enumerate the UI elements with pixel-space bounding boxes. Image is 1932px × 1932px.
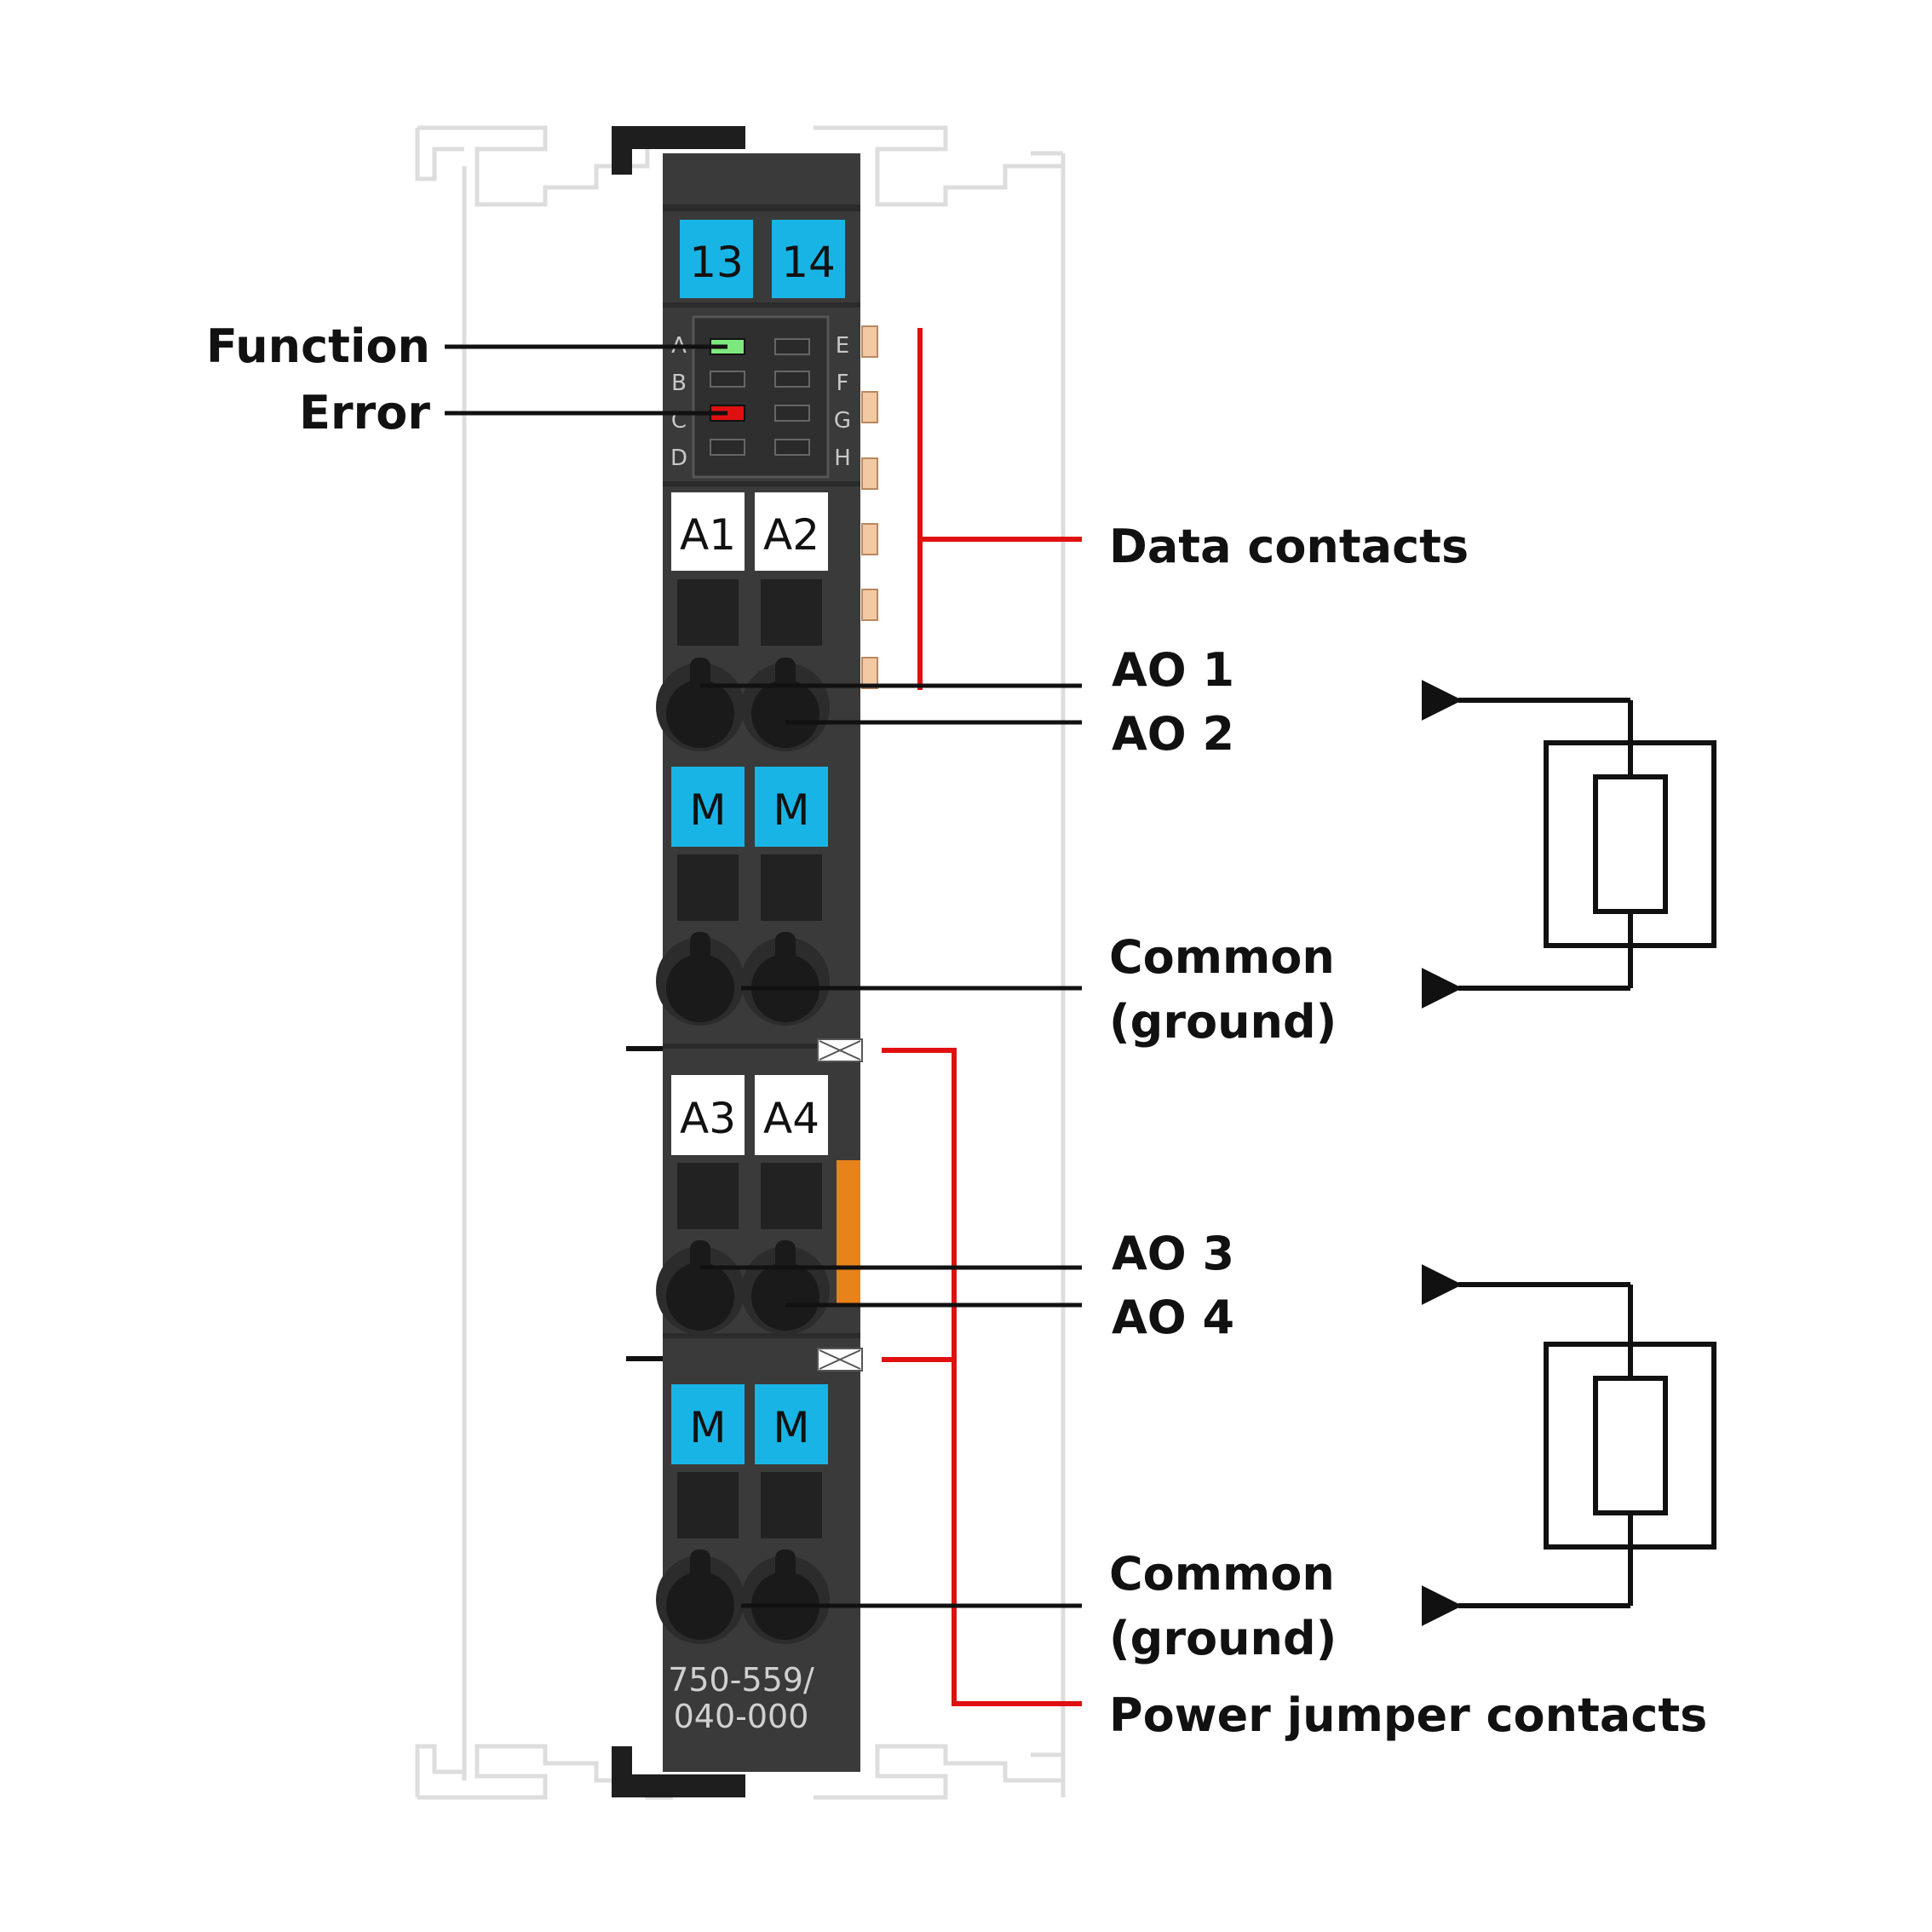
callout-common2-line2: (ground): [1109, 1612, 1337, 1665]
label-m1-text: M: [689, 785, 726, 835]
clamp-actuator-icon[interactable]: [666, 1262, 734, 1331]
led-letter-b: B: [671, 371, 687, 396]
callout-common1-line2: (ground): [1109, 995, 1337, 1049]
label-m3-text: M: [689, 1403, 726, 1452]
label-a4: [755, 1075, 828, 1155]
label-a1: [671, 492, 745, 571]
led-letter-f: F: [837, 371, 849, 396]
label-a1-text: A1: [680, 510, 736, 560]
led-letter-d: D: [670, 446, 687, 471]
label-a3-text: A3: [680, 1094, 736, 1143]
led-letter-e: E: [836, 333, 849, 359]
label-a4-text: A4: [763, 1094, 819, 1143]
clamp-actuator-icon[interactable]: [751, 680, 819, 748]
led-panel: A B C D E F G H: [670, 315, 851, 479]
model-number-line1: 750-559/: [668, 1661, 814, 1699]
label-14-text: 14: [781, 238, 836, 287]
callout-data-contacts: Data contacts: [1109, 520, 1469, 573]
callout-ao2: AO 2: [1112, 707, 1234, 761]
label-a3: [671, 1075, 745, 1155]
top-terminal-labels: 13 14: [680, 220, 845, 298]
callout-ao4: AO 4: [1112, 1291, 1234, 1344]
callout-ao1: AO 1: [1112, 643, 1234, 697]
callout-common2-line1: Common: [1109, 1547, 1335, 1601]
callout-ao3: AO 3: [1112, 1227, 1234, 1280]
led-f: [774, 371, 810, 388]
label-13: [680, 220, 753, 298]
label-14: [772, 220, 845, 298]
label-13-text: 13: [689, 238, 744, 287]
callout-power-jumper: Power jumper contacts: [1109, 1688, 1707, 1742]
clamp-actuator-icon[interactable]: [666, 1572, 734, 1640]
power-jumper-clips: [817, 1038, 863, 1371]
top-rail-clamp: [612, 126, 745, 175]
power-jumper-bracket: [882, 1048, 1082, 1706]
led-e: [774, 338, 810, 355]
power-jumper-bar: [837, 1160, 860, 1305]
clamp-actuator-icon[interactable]: [666, 680, 734, 748]
callout-error: Error: [299, 386, 430, 440]
label-m3: [671, 1384, 745, 1464]
load-resistor-symbol-icon: [1421, 1264, 1716, 1626]
din-rail-outline: [415, 125, 1066, 1800]
label-m2-text: M: [773, 785, 809, 835]
leader-lines: [445, 344, 1082, 1608]
model-number-line2: 040-000: [674, 1698, 809, 1735]
led-letter-g: G: [834, 408, 851, 434]
label-m4: [755, 1384, 828, 1464]
callout-common1-line1: Common: [1109, 930, 1335, 984]
data-contacts-bracket: [917, 328, 1082, 690]
bottom-rail-clamp: [612, 1746, 745, 1797]
label-m1: [671, 767, 745, 847]
label-a2: [755, 492, 828, 571]
load-resistor-symbol-icon: [1421, 680, 1716, 1009]
wire-entry-a1: [677, 579, 739, 646]
wire-entry-a2: [761, 579, 822, 646]
led-letter-h: H: [834, 446, 851, 471]
led-d: [710, 439, 745, 456]
terminal-group-m-lower: M M: [656, 1384, 830, 1644]
callout-function: Function: [206, 319, 430, 373]
label-a2-text: A2: [763, 510, 819, 560]
clamp-actuator-icon[interactable]: [751, 1262, 819, 1331]
clamp-actuator-icon[interactable]: [666, 954, 734, 1022]
label-m4-text: M: [773, 1403, 809, 1452]
led-g: [774, 405, 810, 422]
led-h: [774, 439, 810, 456]
terminal-group-m-upper: M M: [656, 767, 830, 1026]
label-m2: [755, 767, 828, 847]
data-contacts: [861, 325, 878, 689]
led-b: [710, 371, 745, 388]
